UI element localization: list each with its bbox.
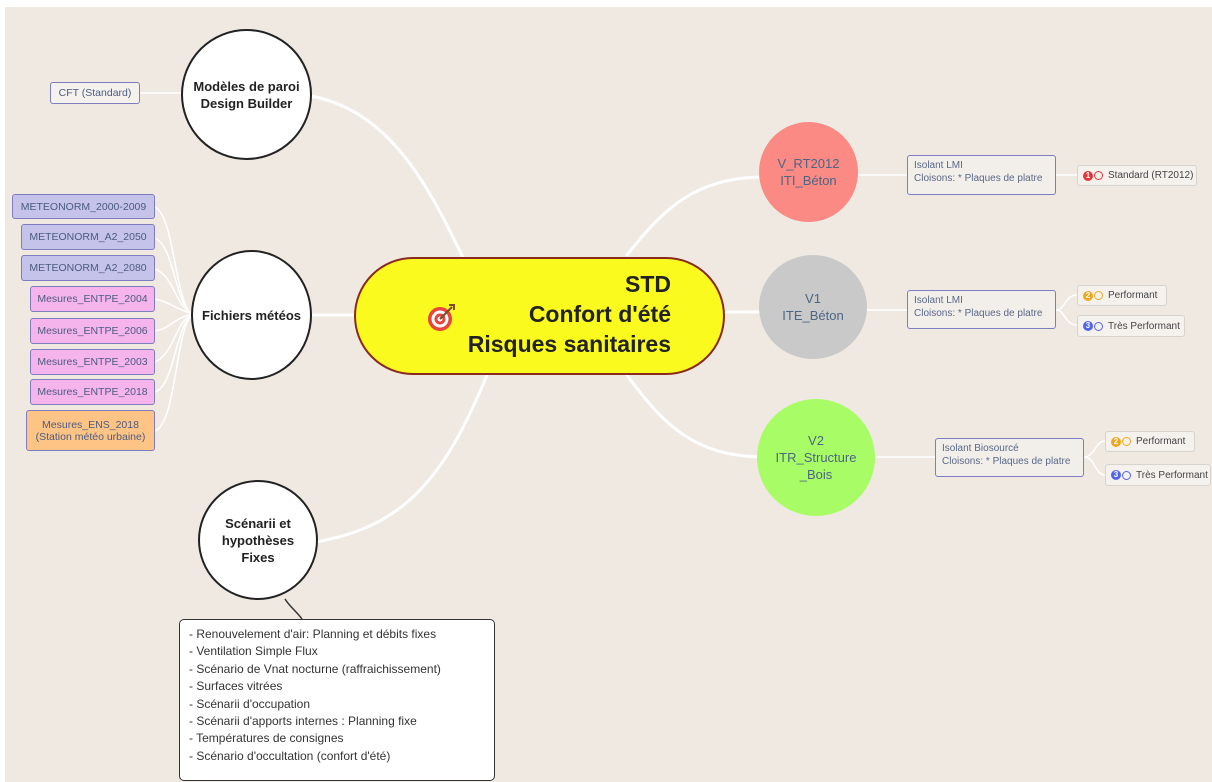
- link-weather-file-7: [154, 313, 194, 393]
- level-ring-icon: [1094, 321, 1103, 331]
- variant-v1[interactable]: V1 ITE_Béton: [759, 255, 867, 359]
- level-label: Très Performant: [1108, 320, 1180, 332]
- level-label: Performant: [1108, 290, 1158, 301]
- mind-map-canvas: STD Confort d'été Risques sanitaires Mod…: [5, 7, 1212, 782]
- level-number-badge: 2: [1083, 290, 1093, 301]
- topic-weather-label: Fichiers météos: [202, 307, 301, 323]
- level-ring-icon: [1094, 171, 1103, 180]
- level-tag[interactable]: 3 Très Performant: [1077, 315, 1185, 337]
- link-central-v-rt2012: [625, 175, 762, 257]
- connector-lines: [140, 92, 1106, 620]
- wall-model-tag[interactable]: CFT (Standard): [50, 82, 140, 104]
- callout-pointer: [284, 598, 303, 620]
- scenario-item: - Scénarii d'occupation: [189, 696, 311, 711]
- link-weather-file-6: [154, 313, 194, 363]
- central-topic[interactable]: STD Confort d'été Risques sanitaires: [354, 257, 725, 375]
- scenario-item: - Températures de consignes: [189, 731, 344, 746]
- link-weather-file-3: [154, 268, 194, 315]
- scenario-item: - Scénario de Vnat nocturne (raffraichis…: [189, 661, 441, 676]
- link-desc-level-2: [1055, 294, 1078, 311]
- link-central-v2: [625, 373, 762, 459]
- weather-file-tag[interactable]: Mesures_ENTPE_2004: [30, 286, 155, 312]
- link-weather-file-4: [154, 298, 194, 315]
- link-desc-level-4: [1083, 440, 1106, 458]
- topic-scenarios-label: Scénarii et hypothèses Fixes: [221, 515, 295, 565]
- weather-file-tag[interactable]: Mesures_ENTPE_2006: [30, 318, 155, 344]
- weather-file-tag[interactable]: METEONORM_A2_2080: [21, 255, 155, 281]
- variant-v-rt2012-label: V_RT2012 ITI_Béton: [777, 156, 840, 188]
- scenario-item: - Ventilation Simple Flux: [189, 644, 318, 659]
- weather-file-tag[interactable]: Mesures_ENTPE_2003: [30, 349, 155, 375]
- topic-scenarios[interactable]: Scénarii et hypothèses Fixes: [198, 480, 318, 600]
- central-topic-label: STD Confort d'été Risques sanitaires: [467, 271, 671, 357]
- target-icon: [426, 303, 456, 338]
- weather-file-tag[interactable]: METEONORM_A2_2050: [21, 224, 155, 250]
- level-tag[interactable]: 1 Standard (RT2012): [1077, 165, 1197, 186]
- scenario-item: - Scénario d'occultation (confort d'été): [189, 748, 391, 763]
- link-central-scenarios: [313, 373, 489, 544]
- variant-v1-label: V1 ITE_Béton: [782, 291, 844, 323]
- link-desc-level-3: [1055, 309, 1078, 326]
- scenario-item: - Scénarii d'apports internes : Planning…: [189, 714, 417, 729]
- variant-v1-desc[interactable]: Isolant LMI Cloisons: * Plaques de platr…: [907, 290, 1056, 329]
- level-label: Performant: [1136, 436, 1186, 447]
- level-tag[interactable]: 2 Performant: [1077, 285, 1167, 306]
- link-weather-file-5: [154, 313, 194, 332]
- level-number-badge: 2: [1111, 436, 1121, 447]
- level-number-badge: 3: [1111, 470, 1121, 480]
- level-number-badge: 1: [1083, 170, 1093, 181]
- level-ring-icon: [1094, 291, 1103, 300]
- level-tag[interactable]: 2 Performant: [1105, 431, 1195, 452]
- level-label: Standard (RT2012): [1108, 170, 1194, 181]
- level-number-badge: 3: [1083, 321, 1093, 331]
- level-ring-icon: [1122, 437, 1131, 446]
- link-weather-file-2: [154, 237, 194, 315]
- link-central-walls: [303, 93, 467, 264]
- variant-v2-label: V2 ITR_Structure _Bois: [775, 433, 857, 482]
- topic-walls-models[interactable]: Modèles de paroi Design Builder: [181, 29, 312, 160]
- variant-v2[interactable]: V2 ITR_Structure _Bois: [757, 399, 875, 516]
- level-label: Très Performant: [1136, 469, 1208, 481]
- scenario-notes[interactable]: - Renouvelement d'air: Planning et débit…: [179, 619, 495, 781]
- link-weather-file-1: [154, 206, 194, 315]
- level-ring-icon: [1122, 470, 1131, 480]
- weather-file-tag[interactable]: METEONORM_2000-2009: [12, 194, 155, 219]
- variant-v-rt2012[interactable]: V_RT2012 ITI_Béton: [759, 122, 858, 222]
- topic-weather-files[interactable]: Fichiers météos: [191, 250, 312, 380]
- variant-v2-desc[interactable]: Isolant Biosourcé Cloisons: * Plaques de…: [935, 438, 1084, 477]
- weather-file-tag[interactable]: Mesures_ENTPE_2018: [30, 379, 155, 405]
- link-desc-level-5: [1083, 456, 1106, 476]
- topic-walls-label: Modèles de paroi Design Builder: [193, 78, 300, 111]
- level-tag[interactable]: 3 Très Performant: [1105, 464, 1211, 486]
- link-weather-file-8: [154, 313, 194, 432]
- weather-file-tag[interactable]: Mesures_ENS_2018 (Station météo urbaine): [26, 410, 155, 451]
- variant-v-rt2012-desc[interactable]: Isolant LMI Cloisons: * Plaques de platr…: [907, 155, 1056, 195]
- scenario-item: - Renouvelement d'air: Planning et débit…: [189, 627, 437, 641]
- scenario-item: - Surfaces vitrées: [189, 679, 283, 694]
